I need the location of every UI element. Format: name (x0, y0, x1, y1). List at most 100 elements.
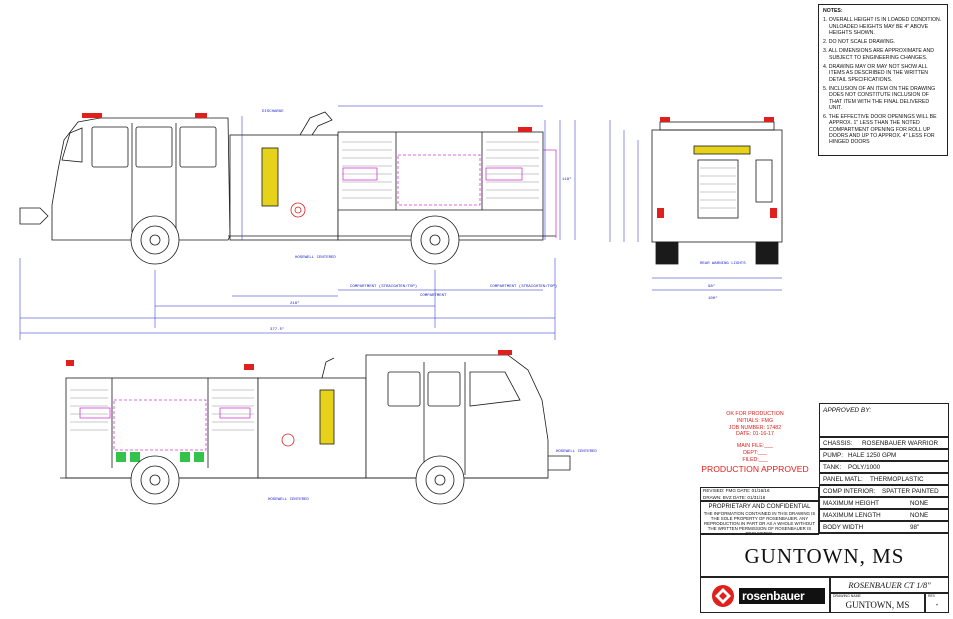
front-wheel-hub (434, 474, 446, 486)
rear-light-bar (693, 145, 751, 155)
customer-name: GUNTOWN, MS (744, 544, 905, 568)
discharge-valve (294, 206, 302, 214)
rear-wheel-hub (149, 474, 161, 486)
rear-wheel-left (655, 241, 679, 265)
note-item: 4. DRAWING MAY OR MAY NOT SHOW ALL ITEMS… (823, 64, 929, 83)
stamp-approved: PRODUCTION APPROVED (701, 463, 809, 474)
pump-gauges (319, 389, 335, 445)
spec-comp-interior: COMP INTERIOR: SPATTER PAINTED (819, 485, 949, 497)
rev-box: REV - (925, 593, 949, 613)
discharge-valve (281, 433, 295, 447)
rear-wheel (130, 455, 180, 505)
rollup-door-slats (342, 141, 539, 199)
cab-window-1 (91, 126, 129, 168)
rear-door-slats (700, 167, 736, 209)
spec-tank: TANK: POLY/1000 (819, 461, 949, 473)
tank-outline (113, 399, 207, 451)
rear-view (651, 117, 783, 265)
spec-pump: PUMP: HALE 1250 GPM (819, 449, 949, 461)
front-wheel (415, 455, 465, 505)
hosewell-label-front: HOSEWELL CENTERED (556, 450, 597, 454)
notes-box: NOTES: 1. OVERALL HEIGHT IS IN LOADED CO… (818, 4, 948, 156)
dimension-lines-top (19, 105, 576, 340)
logo-wordmark: rosenbauer (742, 589, 805, 603)
stamp-main-file: MAIN FILE:___ (736, 443, 774, 450)
green-storage-bins (116, 452, 204, 462)
compartment-highlight (79, 407, 111, 419)
body-beacon (244, 364, 254, 370)
overall-length-dim: 377.5" (270, 327, 284, 332)
rollup-door-slats (70, 389, 254, 431)
compartment-highlight (219, 407, 251, 419)
compartment-highlight (342, 167, 378, 181)
dimension-lines-rear (609, 120, 782, 291)
rear-wheel-rim (420, 225, 450, 255)
rear-beacon (660, 117, 670, 122)
labels-bottom: HOSEWELL CENTERED HOSEWELL CENTERED (268, 450, 597, 502)
top-side-view (19, 111, 557, 265)
rosenbauer-logo (712, 585, 825, 607)
stamp-filed: FILED:___ (742, 456, 768, 463)
cab-windshield (61, 127, 83, 163)
hosewell-label-top: HOSEWELL CENTERED (295, 256, 336, 260)
rear-wheel-right (755, 241, 779, 265)
note-item: 3. ALL DIMENSIONS ARE APPROXIMATE AND SU… (823, 48, 934, 61)
rear-beacon (764, 117, 774, 122)
rear-step (543, 149, 557, 238)
rear-wheel (410, 215, 460, 265)
cab-window-2 (135, 126, 173, 168)
compartment-label-1: COMPARTMENT (STRAIGHTEN/TOP) (350, 284, 417, 289)
rear-light (657, 208, 664, 218)
stamp-date: DATE: 01-16-17 (736, 431, 774, 438)
wheelbase-dim: 218" (290, 301, 300, 306)
compartment-label-2: COMPARTMENT (420, 294, 447, 298)
deck-gun (321, 357, 335, 379)
rear-wheel-rim (140, 465, 170, 495)
rear-top-rail (659, 121, 775, 131)
overall-height-dim: 118" (562, 177, 572, 182)
spec-chassis: CHASSIS: ROSENBAUER WARRIOR (819, 437, 949, 449)
customer-box: GUNTOWN, MS (700, 533, 949, 577)
dimension-labels-top: 377.5" 218" 118" COMPARTMENT (STRAIGHTEN… (262, 110, 572, 332)
note-item: 2. DO NOT SCALE DRAWING. (823, 39, 896, 46)
cab-outline (51, 117, 231, 241)
front-wheel-rim (140, 225, 170, 255)
front-wheel-hub (149, 234, 161, 246)
rear-width-dim: 98" (708, 284, 715, 289)
rev-label: REV (928, 594, 936, 598)
discharge-valve (290, 202, 306, 218)
drawing-name-box: DRAWING NAME GUNTOWN, MS (830, 593, 925, 613)
rear-light (770, 208, 777, 218)
stamp-ok: OK FOR PRODUCTION (726, 411, 784, 417)
deck-gun (299, 111, 333, 136)
front-bumper (19, 207, 49, 225)
approved-by-label: APPROVED BY: (823, 407, 872, 414)
cab-beacon (498, 350, 512, 355)
dim-body-width: BODY WIDTH 98" (819, 521, 949, 533)
tank-outline (397, 154, 481, 206)
rear-wheel-hub (429, 234, 441, 246)
rear-note: REAR WARNING LIGHTS (700, 262, 746, 266)
spec-panel-matl: PANEL MATL: THERMOPLASTIC (819, 473, 949, 485)
model-label: ROSENBAUER CT 1/8" (848, 580, 931, 590)
note-item: 1. OVERALL HEIGHT IS IN LOADED CONDITION… (823, 17, 942, 36)
note-item: 5. INCLUSION OF AN ITEM ON THE DRAWING D… (823, 85, 936, 111)
notes-heading: NOTES: (823, 8, 843, 14)
rear-overall-width-dim: 100" (708, 296, 718, 301)
title-block: APPROVED BY: REVISED: FMG DATE: 01/16/16… (700, 403, 949, 613)
proprietary-title: PROPRIETARY AND CONFIDENTIAL (708, 504, 811, 510)
cab-windshield (469, 371, 521, 407)
hosewell-label-bottom: HOSEWELL CENTERED (268, 498, 309, 502)
dim-max-length: MAXIMUM LENGTH NONE (819, 509, 949, 521)
dim-max-height: MAXIMUM HEIGHT NONE (819, 497, 949, 509)
cab-beacon (82, 113, 102, 118)
cab-window-2 (427, 371, 461, 407)
stamp-initials: INITIALS: FMG (736, 417, 774, 424)
cab-beacon (195, 113, 207, 118)
drawn-row: DRAWN: BVZ DATE: 01/31/16 (703, 494, 766, 500)
pump-panel (229, 134, 339, 241)
drawing-name-value: GUNTOWN, MS (845, 600, 910, 610)
revision-box: REVISED: FMG DATE: 01/16/16 DRAWN: BVZ D… (700, 487, 819, 501)
bottom-side-view (60, 350, 571, 505)
